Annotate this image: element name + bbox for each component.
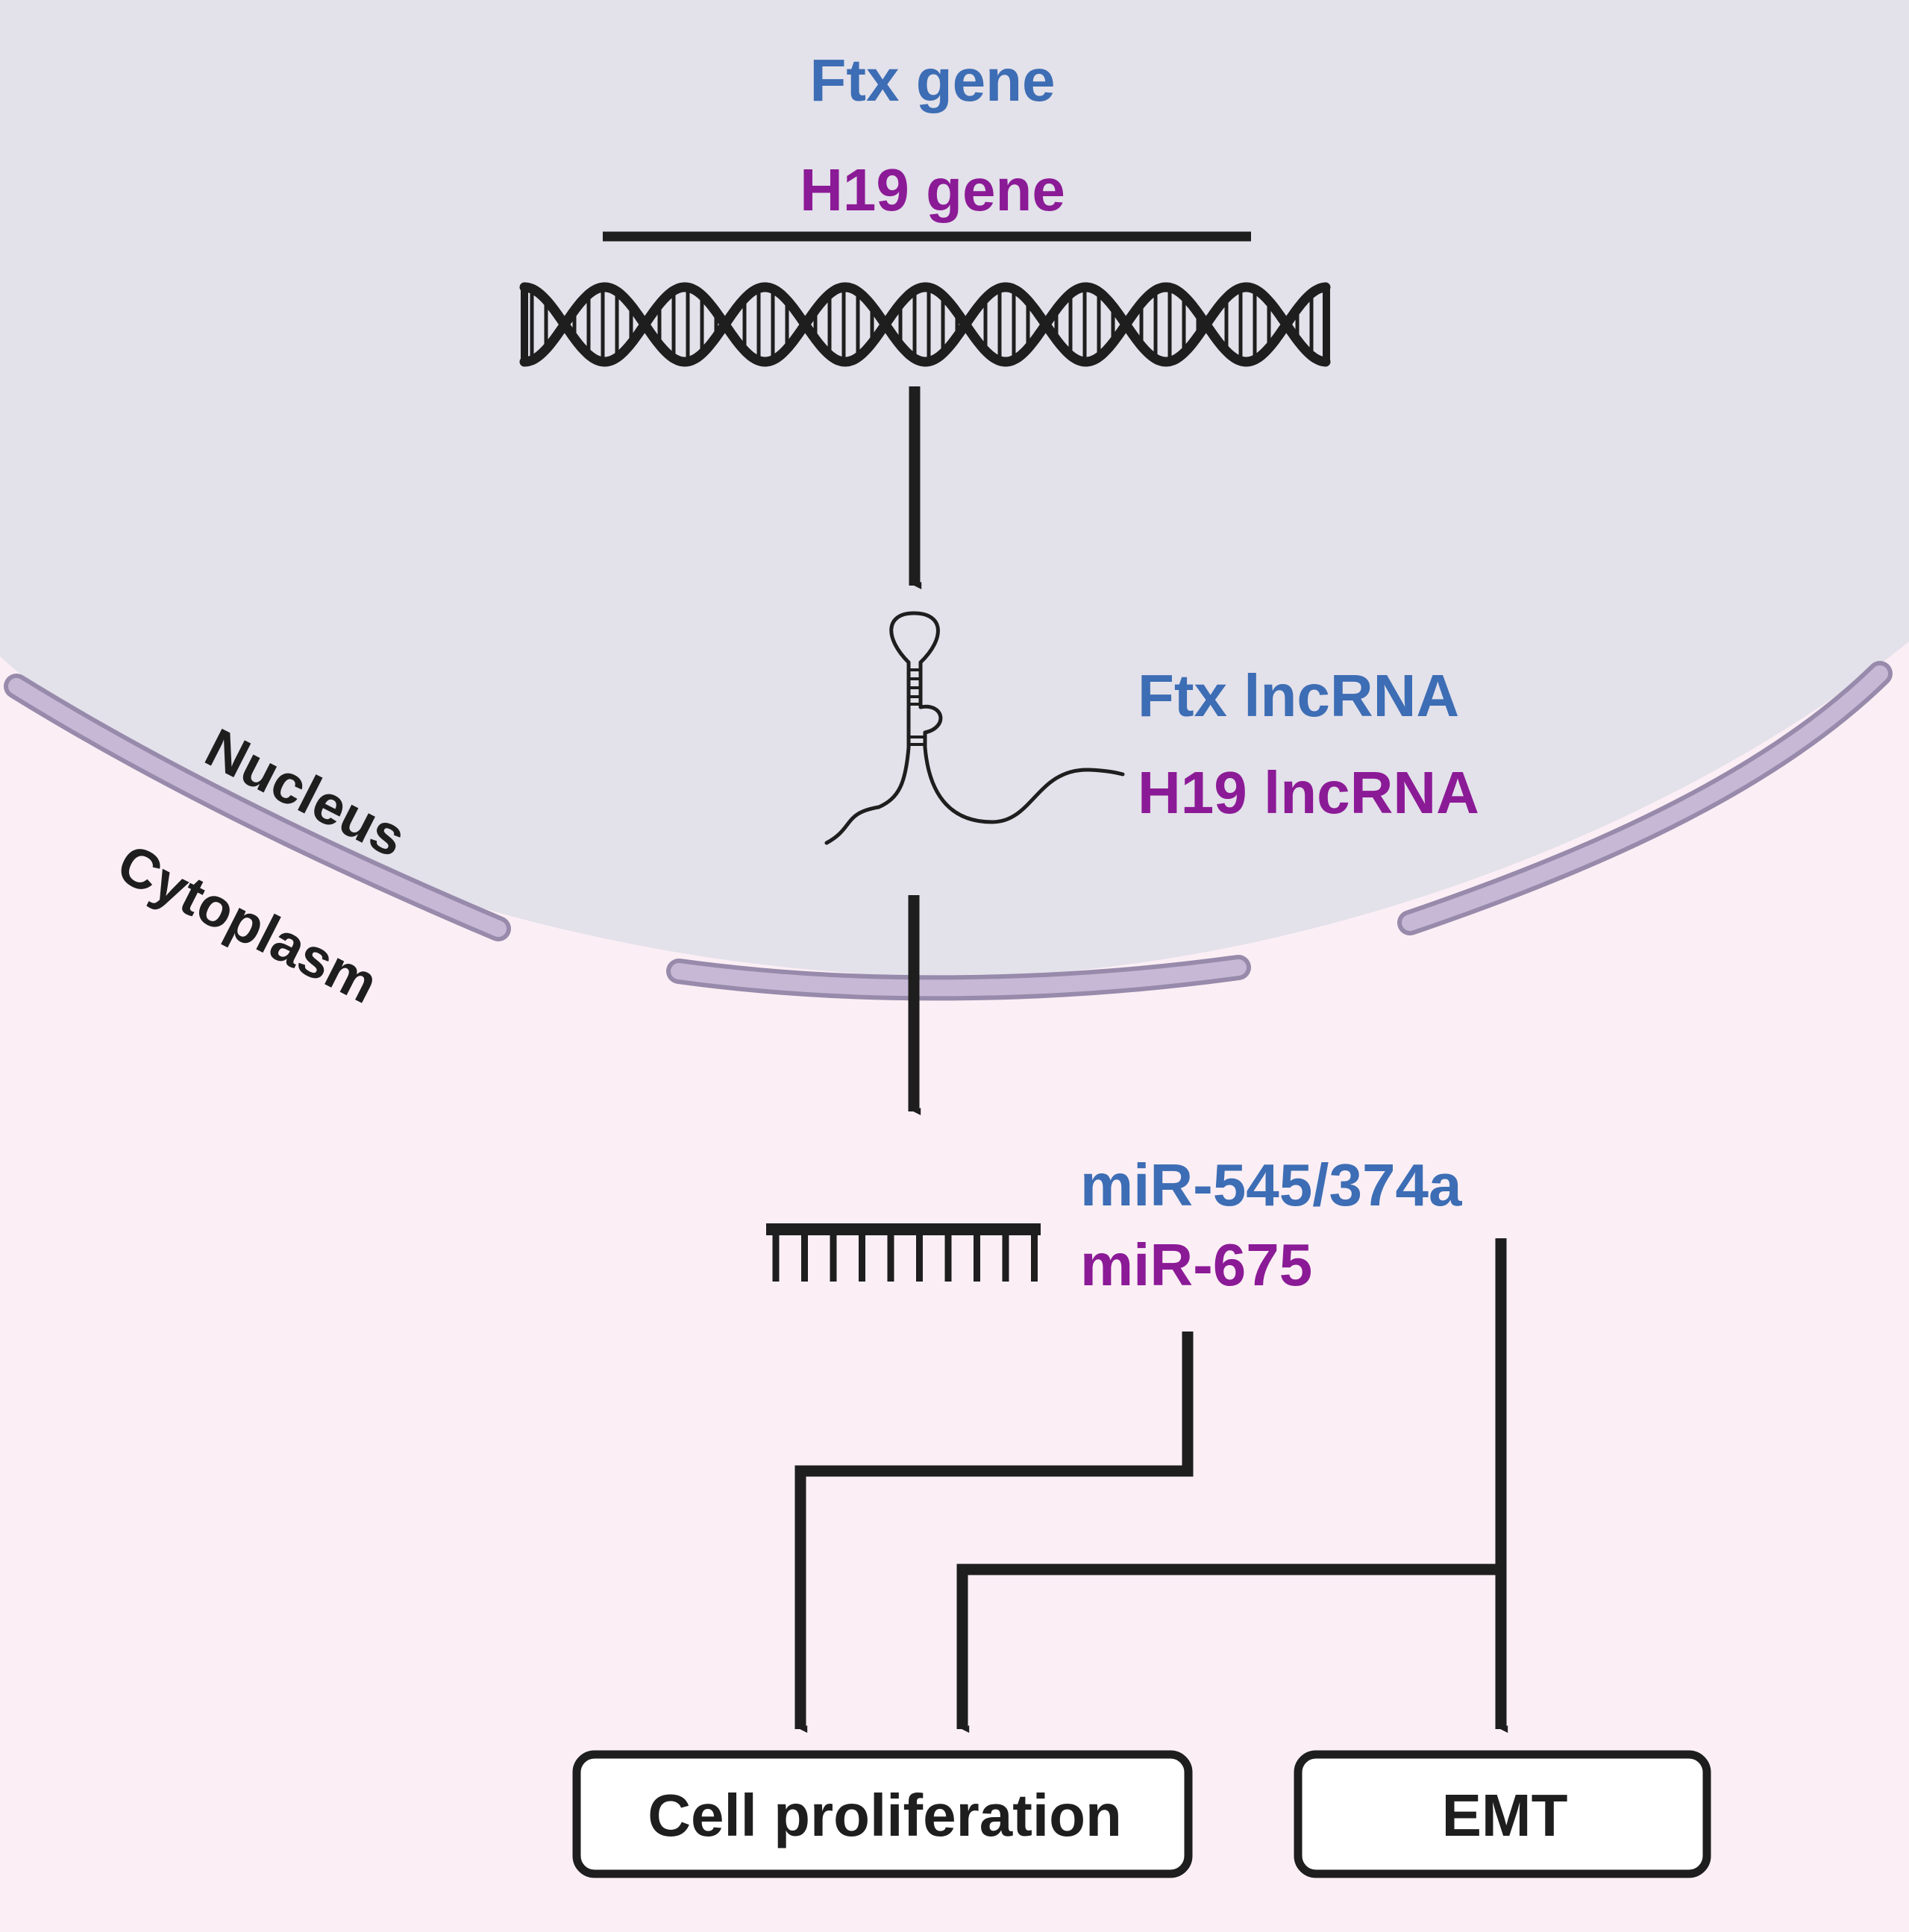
mirna-comb-icon (766, 1223, 1041, 1282)
membrane-segment-left (8, 678, 507, 937)
arrow-mir675-to-proliferation (794, 1332, 1194, 1733)
membrane-segment-right (1402, 665, 1888, 931)
h19-gene-label: H19 gene (800, 157, 1065, 223)
nucleus-region (0, 0, 1909, 977)
mir-545-374a-label: miR-545/374a (1080, 1152, 1462, 1218)
arrow-mir545-to-proliferation (956, 1564, 1501, 1733)
emt-label: EMT (1442, 1782, 1568, 1848)
nuclear-membrane (4, 661, 1893, 1001)
cell-proliferation-label: Cell proliferation (648, 1782, 1122, 1848)
ftx-gene-label: Ftx gene (810, 47, 1056, 113)
membrane-segment-middle (671, 959, 1247, 997)
dna-double-helix-icon (519, 282, 1331, 367)
h19-lncrna-label: H19 lncRNA (1138, 759, 1479, 826)
emt-box: EMT (1294, 1750, 1711, 1878)
lncrna-hairpin-icon (824, 611, 1125, 845)
ftx-lncrna-label: Ftx lncRNA (1138, 662, 1459, 729)
mir-675-label: miR-675 (1080, 1232, 1312, 1298)
cell-proliferation-box: Cell proliferation (572, 1750, 1193, 1878)
